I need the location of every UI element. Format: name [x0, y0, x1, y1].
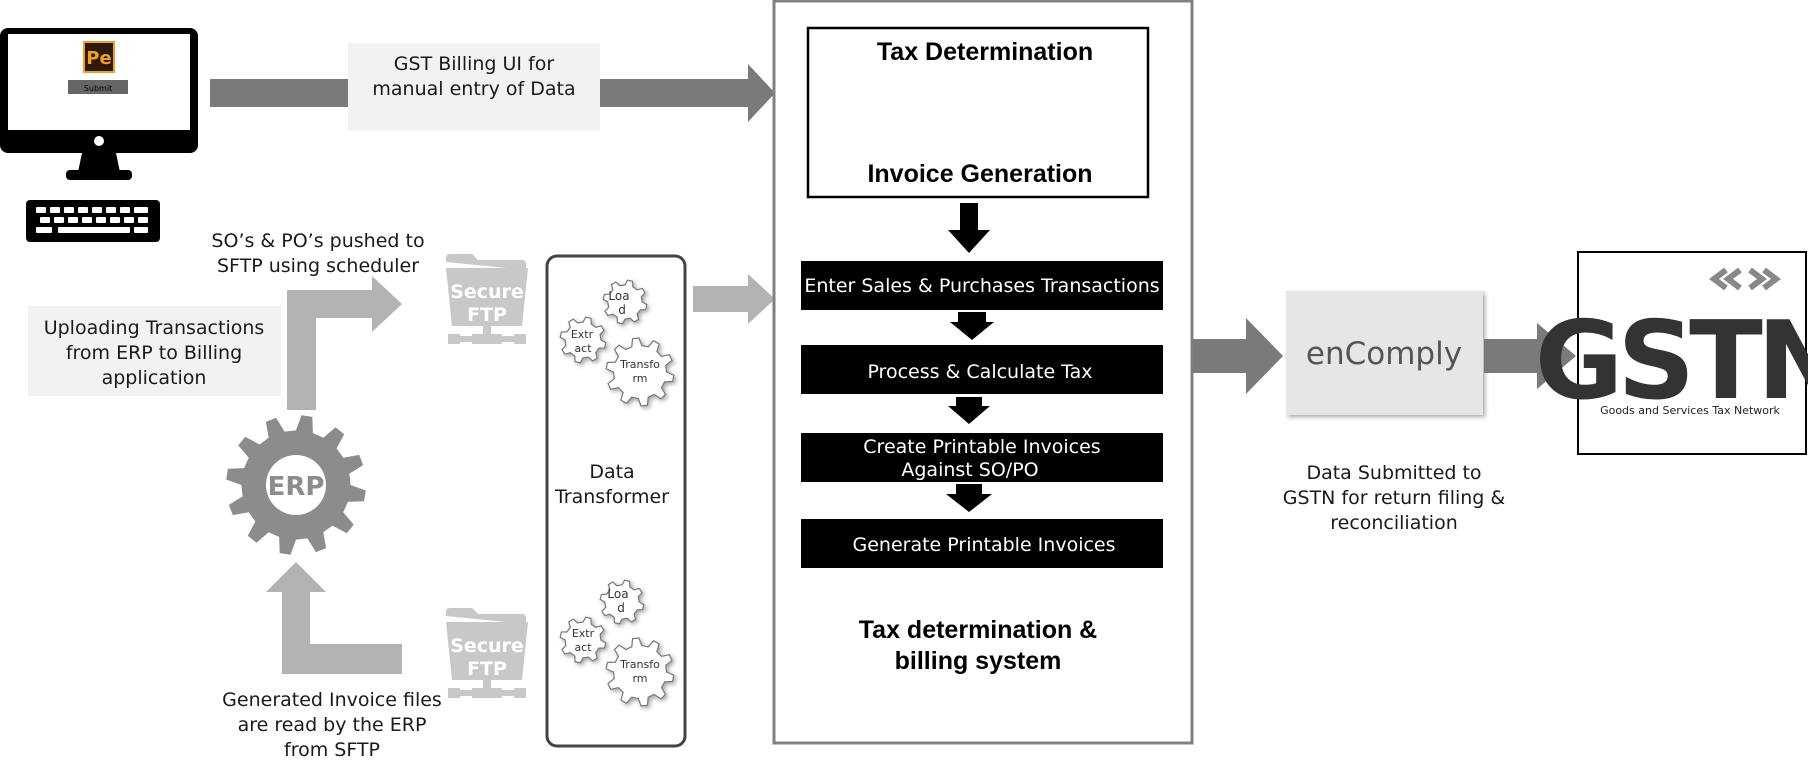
- submit-button-label: Submit: [84, 84, 112, 93]
- gear-transform-line1: Transfo: [619, 358, 660, 371]
- secure-ftp-icon-bottom: Secure FTP: [446, 608, 528, 698]
- secure-ftp-bottom-line2: FTP: [467, 658, 507, 680]
- step-enter-transactions-label: Enter Sales & Purchases Transactions: [804, 275, 1159, 297]
- header-down-arrow: [948, 203, 990, 253]
- upload-note-line3: application: [102, 367, 207, 389]
- tax-header-top: Tax Determination: [877, 38, 1093, 66]
- scheduler-note-line2: SFTP using scheduler: [217, 255, 419, 277]
- erp-to-sftp-arrow: [287, 276, 402, 410]
- step-process-tax: [801, 345, 1163, 394]
- tax-system-title-line1: Tax determination &: [859, 616, 1097, 644]
- transformer-to-tax-arrow: [693, 274, 775, 324]
- step-create-invoices-line1: Create Printable Invoices: [863, 436, 1100, 458]
- secure-ftp-icon-top: Secure FTP: [446, 254, 528, 344]
- step-process-tax-label: Process & Calculate Tax: [867, 361, 1092, 383]
- step-generate-invoices-label: Generate Printable Invoices: [852, 534, 1115, 556]
- invoice-note-line3: from SFTP: [284, 739, 380, 761]
- upload-note-box: [28, 306, 281, 396]
- gst-billing-ui-line1: GST Billing UI for: [394, 53, 555, 75]
- app-badge-text: Pe: [86, 48, 111, 69]
- step-generate-invoices: [801, 519, 1163, 568]
- gear-transform-bottom-line2: rm: [632, 672, 647, 685]
- gear-load-bottom-line1: Loa: [607, 587, 628, 601]
- gear-extract-bottom-line2: act: [574, 641, 592, 654]
- gear-transform-bottom-line1: Transfo: [619, 658, 660, 671]
- gear-transform-line2: rm: [632, 372, 647, 385]
- encomply-label: enComply: [1306, 336, 1462, 372]
- upload-note-line2: from ERP to Billing: [66, 342, 242, 364]
- data-transformer-line1: Data: [589, 461, 634, 483]
- step2-down-arrow: [948, 397, 990, 424]
- gst-billing-ui-box: [348, 43, 600, 131]
- tax-to-encomply-arrow: [1193, 318, 1283, 394]
- gstn-logo-letters: GSTN: [1535, 299, 1808, 424]
- invoice-note-line2: are read by the ERP: [238, 714, 427, 736]
- gstn-note-line3: reconciliation: [1330, 512, 1458, 534]
- tax-header-box: [806, 26, 1150, 199]
- encomply-to-gstn-arrow: [1484, 323, 1576, 389]
- upload-note-line1: Uploading Transactions: [44, 317, 265, 339]
- gstn-logo-caption: Goods and Services Tax Network: [1600, 404, 1780, 417]
- monitor-base: [66, 170, 132, 180]
- keyboard-icon: [26, 200, 160, 242]
- gear-load-bottom-line2: d: [617, 601, 625, 615]
- gear-extract-bottom-line1: Extr: [572, 627, 595, 640]
- step1-down-arrow: [950, 312, 994, 340]
- gstn-note-line2: GSTN for return filing &: [1283, 487, 1506, 509]
- etl-gears-bottom: Loa d Extr act Transfo rm: [559, 579, 675, 707]
- scheduler-note-line1: SO’s & PO’s pushed to: [211, 230, 424, 252]
- monitor-stand: [78, 153, 120, 172]
- encomply-box: [1286, 291, 1483, 415]
- tax-header-bottom: Invoice Generation: [867, 160, 1092, 188]
- app-badge-icon: [83, 41, 115, 73]
- erp-gear-icon: ERP: [226, 415, 366, 555]
- sftp-to-erp-arrow: [266, 562, 402, 674]
- etl-gears-top: Loa d Extr act Transfo rm: [559, 279, 675, 407]
- erp-label: ERP: [268, 472, 325, 502]
- gear-load-line1: Loa: [608, 289, 629, 303]
- secure-ftp-bottom-line1: Secure: [450, 635, 524, 657]
- submit-button: [68, 80, 128, 94]
- data-transformer-line2: Transformer: [554, 486, 669, 508]
- gstn-note-line1: Data Submitted to: [1306, 462, 1481, 484]
- monitor-button: [94, 136, 104, 146]
- gear-load-line2: d: [618, 303, 626, 317]
- gear-extract-line1: Extr: [571, 328, 594, 341]
- gstn-logo-icon: GSTN: [1535, 267, 1808, 424]
- computer-icon: Pe Submit: [0, 28, 198, 180]
- step-enter-transactions: [801, 261, 1163, 310]
- invoice-note-line1: Generated Invoice files: [222, 689, 442, 711]
- secure-ftp-top-line2: FTP: [467, 304, 507, 326]
- gear-extract-line2: act: [574, 342, 592, 355]
- step-create-invoices: [801, 433, 1163, 482]
- tax-system-title-line2: billing system: [895, 647, 1062, 675]
- gst-billing-ui-line2: manual entry of Data: [372, 78, 575, 100]
- step3-down-arrow: [946, 484, 992, 512]
- step-create-invoices-line2: Against SO/PO: [901, 459, 1038, 481]
- secure-ftp-top-line1: Secure: [450, 281, 524, 303]
